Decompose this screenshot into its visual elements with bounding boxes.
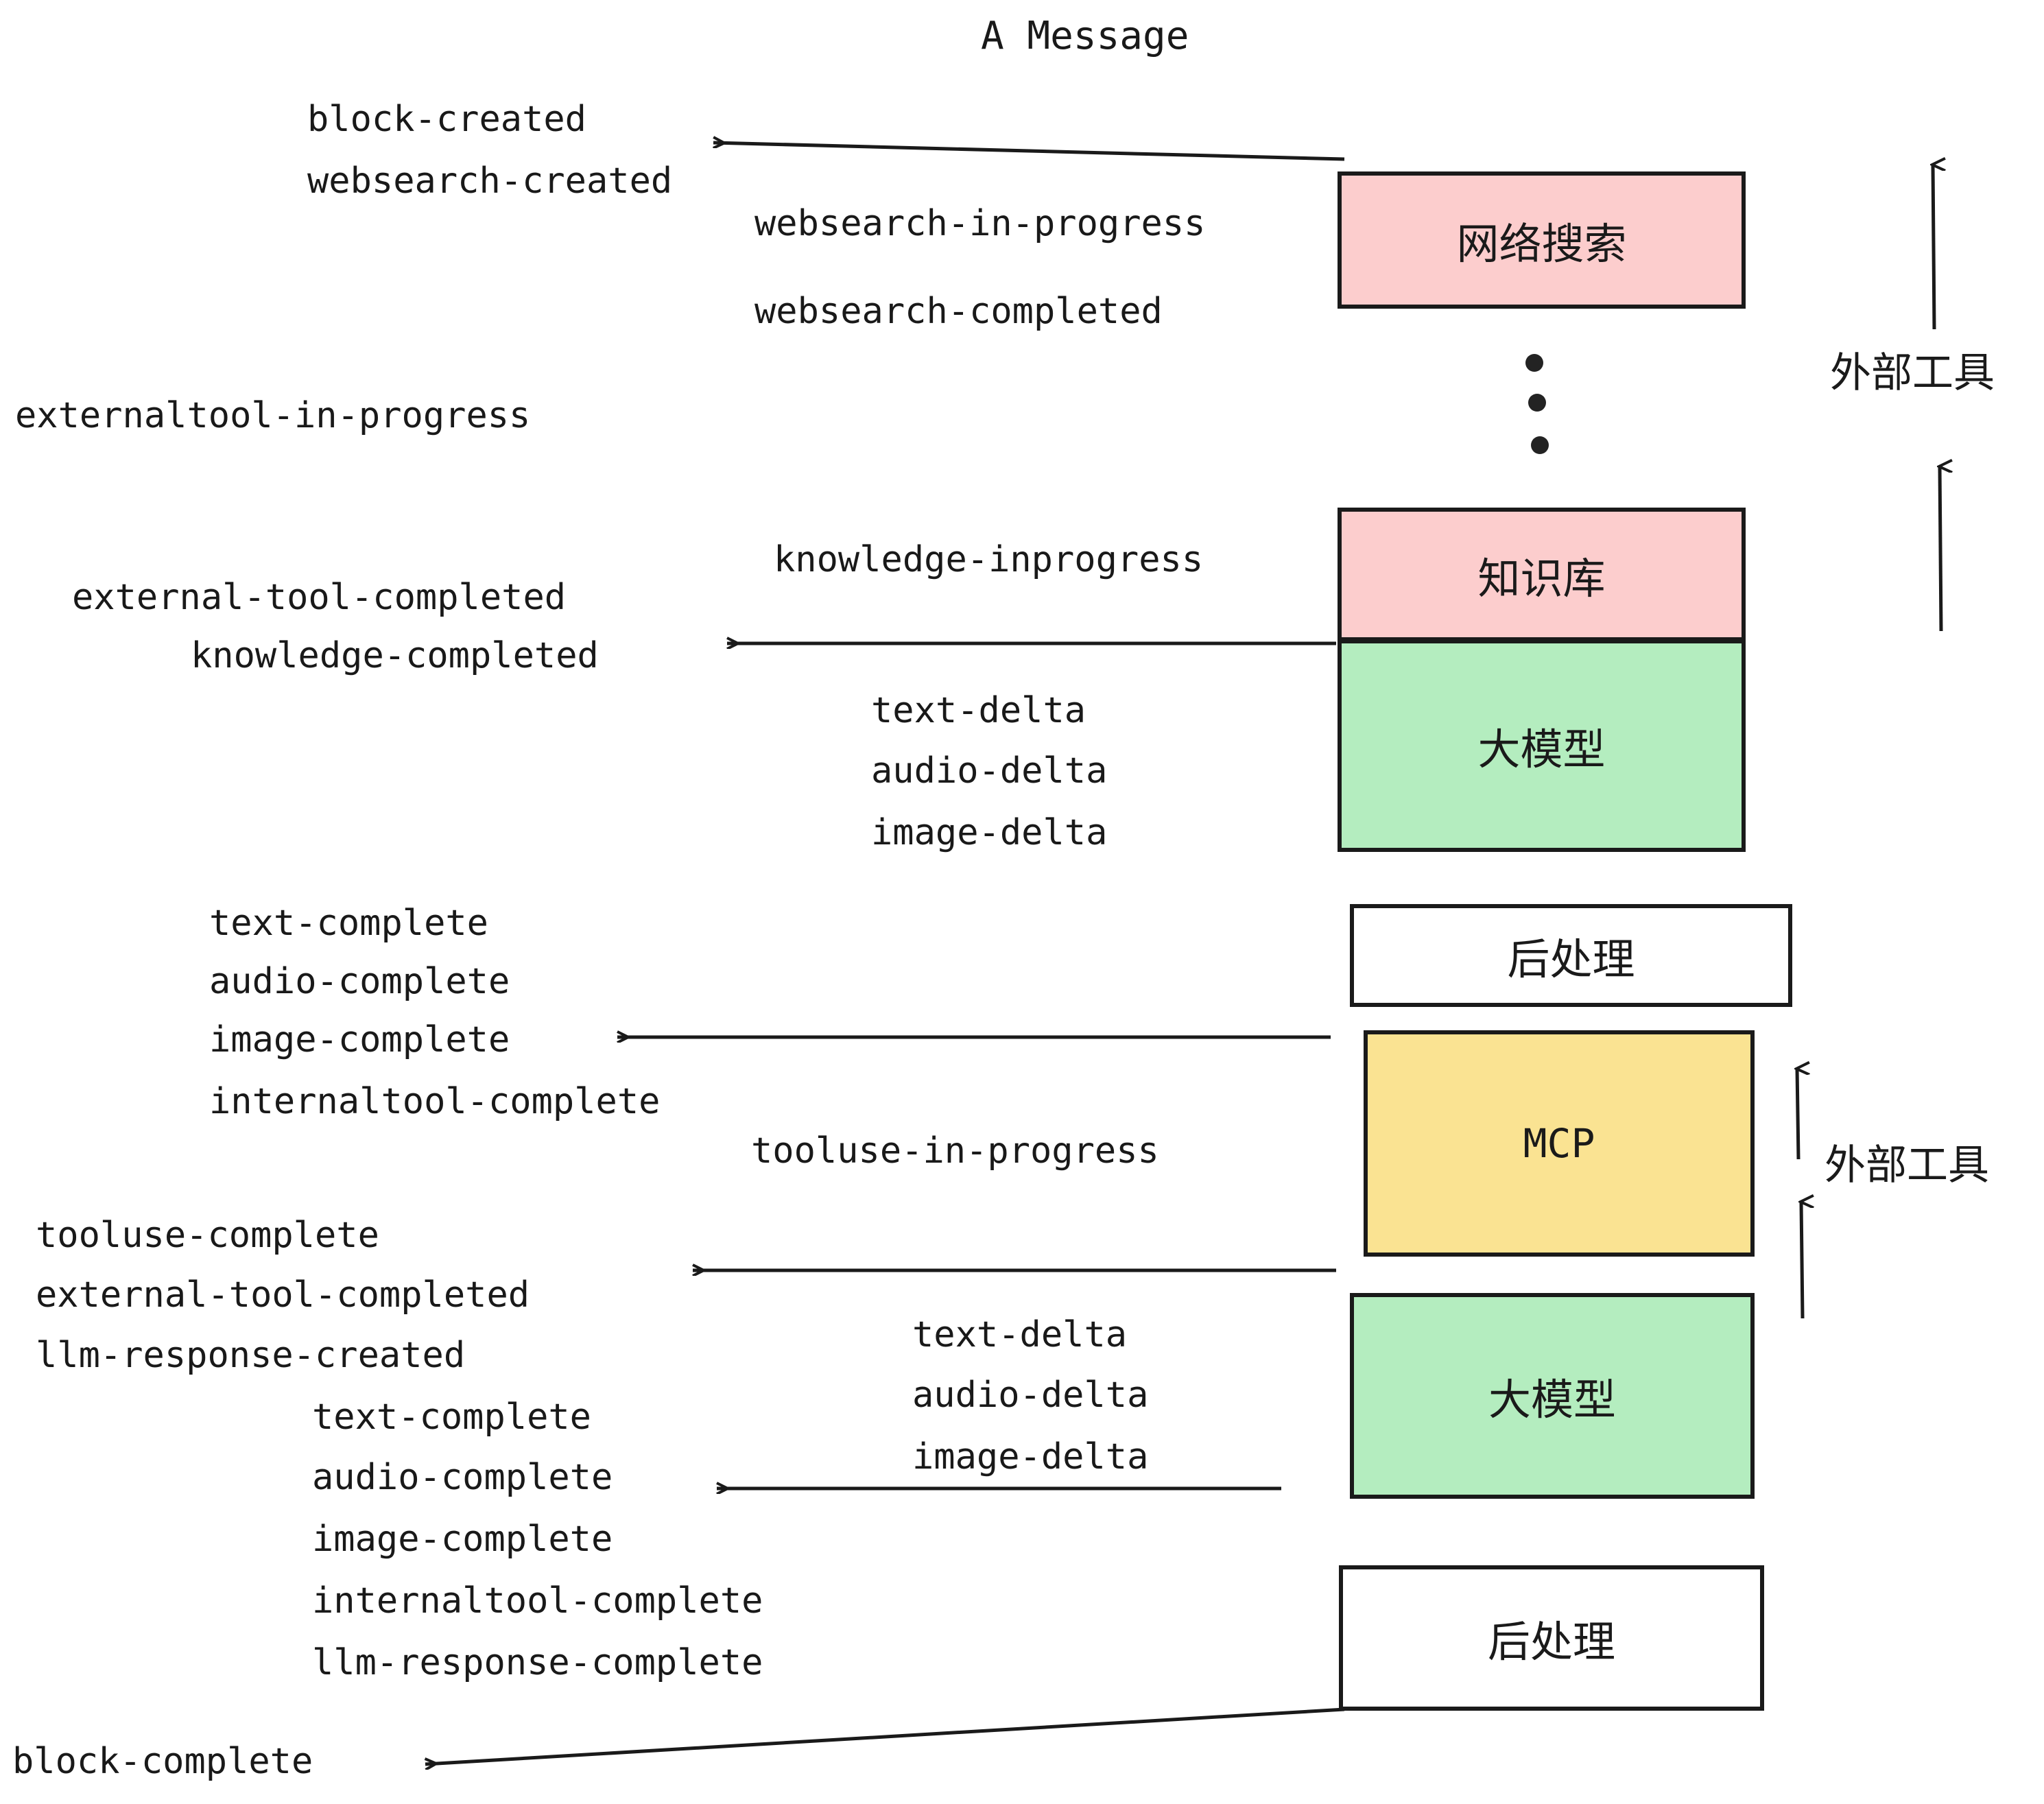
ellipsis-dot-3 [1531, 436, 1549, 454]
event-label-image-complete-1: image-complete [209, 1019, 510, 1060]
ellipsis-dot-2 [1528, 394, 1546, 412]
arrow-external-tool-up-mcp [1797, 1069, 1798, 1160]
event-label-externaltool-in-progress: externaltool-in-progress [15, 395, 531, 436]
box-llm-2-label: 大模型 [1488, 1375, 1616, 1425]
arrow-postprocess-to-block-complete [425, 1707, 1345, 1764]
event-label-tooluse-in-progress: tooluse-in-progress [751, 1130, 1159, 1172]
event-label-text-delta-1: text-delta [871, 690, 1086, 731]
side-label-external-tool-mcp: 外部工具 [1825, 1141, 1989, 1189]
box-llm-2[interactable]: 大模型 [1350, 1293, 1755, 1499]
event-label-block-complete: block-complete [12, 1741, 313, 1782]
ellipsis-dot-1 [1525, 354, 1543, 372]
box-llm-1[interactable]: 大模型 [1338, 639, 1746, 852]
event-label-audio-complete-2: audio-complete [312, 1457, 613, 1498]
arrow-external-tool-down-mcp [1801, 1202, 1803, 1319]
box-postprocess-2[interactable]: 后处理 [1339, 1565, 1764, 1711]
event-label-tooluse-complete: tooluse-complete [36, 1215, 379, 1256]
event-label-external-tool-completed-2: external-tool-completed [36, 1274, 530, 1316]
event-label-websearch-created: websearch-created [307, 161, 673, 202]
event-label-text-complete-2: text-complete [312, 1397, 591, 1438]
event-label-internaltool-complete-2: internaltool-complete [312, 1580, 763, 1622]
box-mcp[interactable]: MCP [1364, 1030, 1755, 1257]
box-websearch-label: 网络搜索 [1456, 219, 1627, 269]
event-label-text-complete-1: text-complete [209, 903, 488, 944]
event-label-text-delta-2: text-delta [912, 1314, 1128, 1355]
event-label-websearch-completed: websearch-completed [754, 291, 1163, 332]
box-llm-1-label: 大模型 [1477, 724, 1606, 774]
event-label-llm-response-complete: llm-response-complete [312, 1642, 763, 1683]
event-label-block-created: block-created [307, 99, 586, 140]
event-label-llm-response-created: llm-response-created [36, 1335, 466, 1376]
event-label-audio-delta-2: audio-delta [912, 1375, 1149, 1416]
box-websearch[interactable]: 网络搜索 [1338, 171, 1746, 309]
event-label-audio-delta-1: audio-delta [871, 750, 1108, 792]
box-postprocess-1[interactable]: 后处理 [1350, 904, 1792, 1007]
box-postprocess-2-label: 后处理 [1487, 1617, 1615, 1667]
arrow-external-tool-down-top [1940, 466, 1941, 632]
box-postprocess-1-label: 后处理 [1507, 934, 1635, 984]
box-knowledge[interactable]: 知识库 [1338, 508, 1746, 641]
event-label-knowledge-inprogress: knowledge-inprogress [774, 539, 1204, 580]
event-label-websearch-in-progress: websearch-in-progress [754, 203, 1206, 244]
event-label-internaltool-complete-1: internaltool-complete [209, 1081, 661, 1122]
event-label-image-complete-2: image-complete [312, 1519, 613, 1560]
event-label-audio-complete-1: audio-complete [209, 961, 510, 1002]
page-title: A Message [981, 14, 1189, 58]
box-mcp-label: MCP [1523, 1120, 1595, 1167]
event-label-image-delta-1: image-delta [871, 812, 1108, 853]
event-label-external-tool-completed-1: external-tool-completed [72, 577, 567, 618]
side-label-external-tool-top: 外部工具 [1830, 349, 1995, 397]
box-knowledge-label: 知识库 [1477, 553, 1606, 604]
event-label-image-delta-2: image-delta [912, 1436, 1149, 1477]
arrow-external-tool-up-top [1933, 165, 1934, 330]
event-label-knowledge-completed: knowledge-completed [191, 635, 599, 676]
arrow-websearch-to-created [713, 143, 1345, 161]
